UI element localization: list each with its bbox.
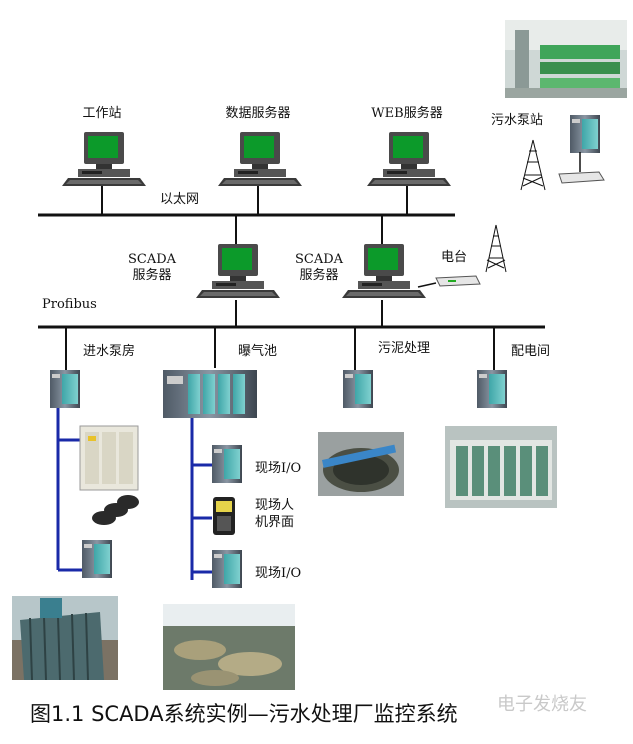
- scada-server-right-label-1: SCADA: [294, 252, 344, 267]
- workstation-label: 工作站: [82, 106, 122, 121]
- screen-filter-photo: [12, 596, 118, 681]
- figure-caption: 图1.1 SCADA系统实例—污水处理厂监控系统: [30, 702, 458, 726]
- sludge-label: 污泥处理: [378, 341, 431, 356]
- field-hmi-label-1: 现场人: [255, 498, 295, 513]
- power-room-photo: [445, 426, 557, 508]
- pump-station-label: 污水泵站: [491, 113, 544, 128]
- scada-server-left-pc: [196, 244, 280, 298]
- field-io-2-label: 现场I/O: [255, 566, 302, 581]
- radio-unit: [435, 275, 481, 287]
- field-io-1-label: 现场I/O: [255, 461, 302, 476]
- ethernet-label: 以太网: [160, 192, 200, 207]
- pump-station-plc: [570, 115, 600, 153]
- sludge-plc: [343, 370, 373, 408]
- scada-server-left-label-2: 服务器: [132, 268, 172, 283]
- scada-server-left-label-1: SCADA: [127, 252, 177, 267]
- aeration-branch: [190, 418, 212, 580]
- sludge-photo: [318, 432, 404, 496]
- field-io-2-module: [212, 550, 242, 588]
- pump-station-modem: [558, 152, 605, 184]
- web-server-label: WEB服务器: [371, 106, 443, 121]
- db-server-label: 数据服务器: [225, 106, 291, 121]
- drive-cabinet: [79, 425, 139, 491]
- aeration-tank-photo: [163, 604, 295, 690]
- inlet-pump-label: 进水泵房: [83, 344, 136, 359]
- workstation-pc: [62, 132, 146, 186]
- power-room-plc: [477, 370, 507, 408]
- field-hmi-device: [213, 497, 235, 535]
- power-room-label: 配电间: [511, 344, 551, 359]
- antenna-tower-right: [520, 139, 546, 191]
- profibus-label: Profibus: [42, 297, 97, 312]
- inlet-pump-branch: [56, 408, 82, 572]
- field-io-1-module: [212, 445, 242, 483]
- aeration-label: 曝气池: [238, 344, 278, 359]
- watermark: 电子发烧友: [497, 694, 587, 715]
- db-server-pc: [218, 132, 302, 186]
- field-hmi-label-2: 机界面: [255, 515, 295, 530]
- web-server-pc: [367, 132, 451, 186]
- radio-label: 电台: [441, 250, 468, 265]
- motors: [92, 495, 139, 525]
- antenna-tower-left: [485, 224, 507, 273]
- inlet-pump-plc: [50, 370, 80, 408]
- scada-server-right-label-2: 服务器: [299, 268, 339, 283]
- aeration-plc-rack: [163, 370, 257, 418]
- inlet-pump-remote-plc: [82, 540, 112, 578]
- pump-station-photo: [505, 20, 627, 98]
- scada-server-right-pc: [342, 244, 426, 298]
